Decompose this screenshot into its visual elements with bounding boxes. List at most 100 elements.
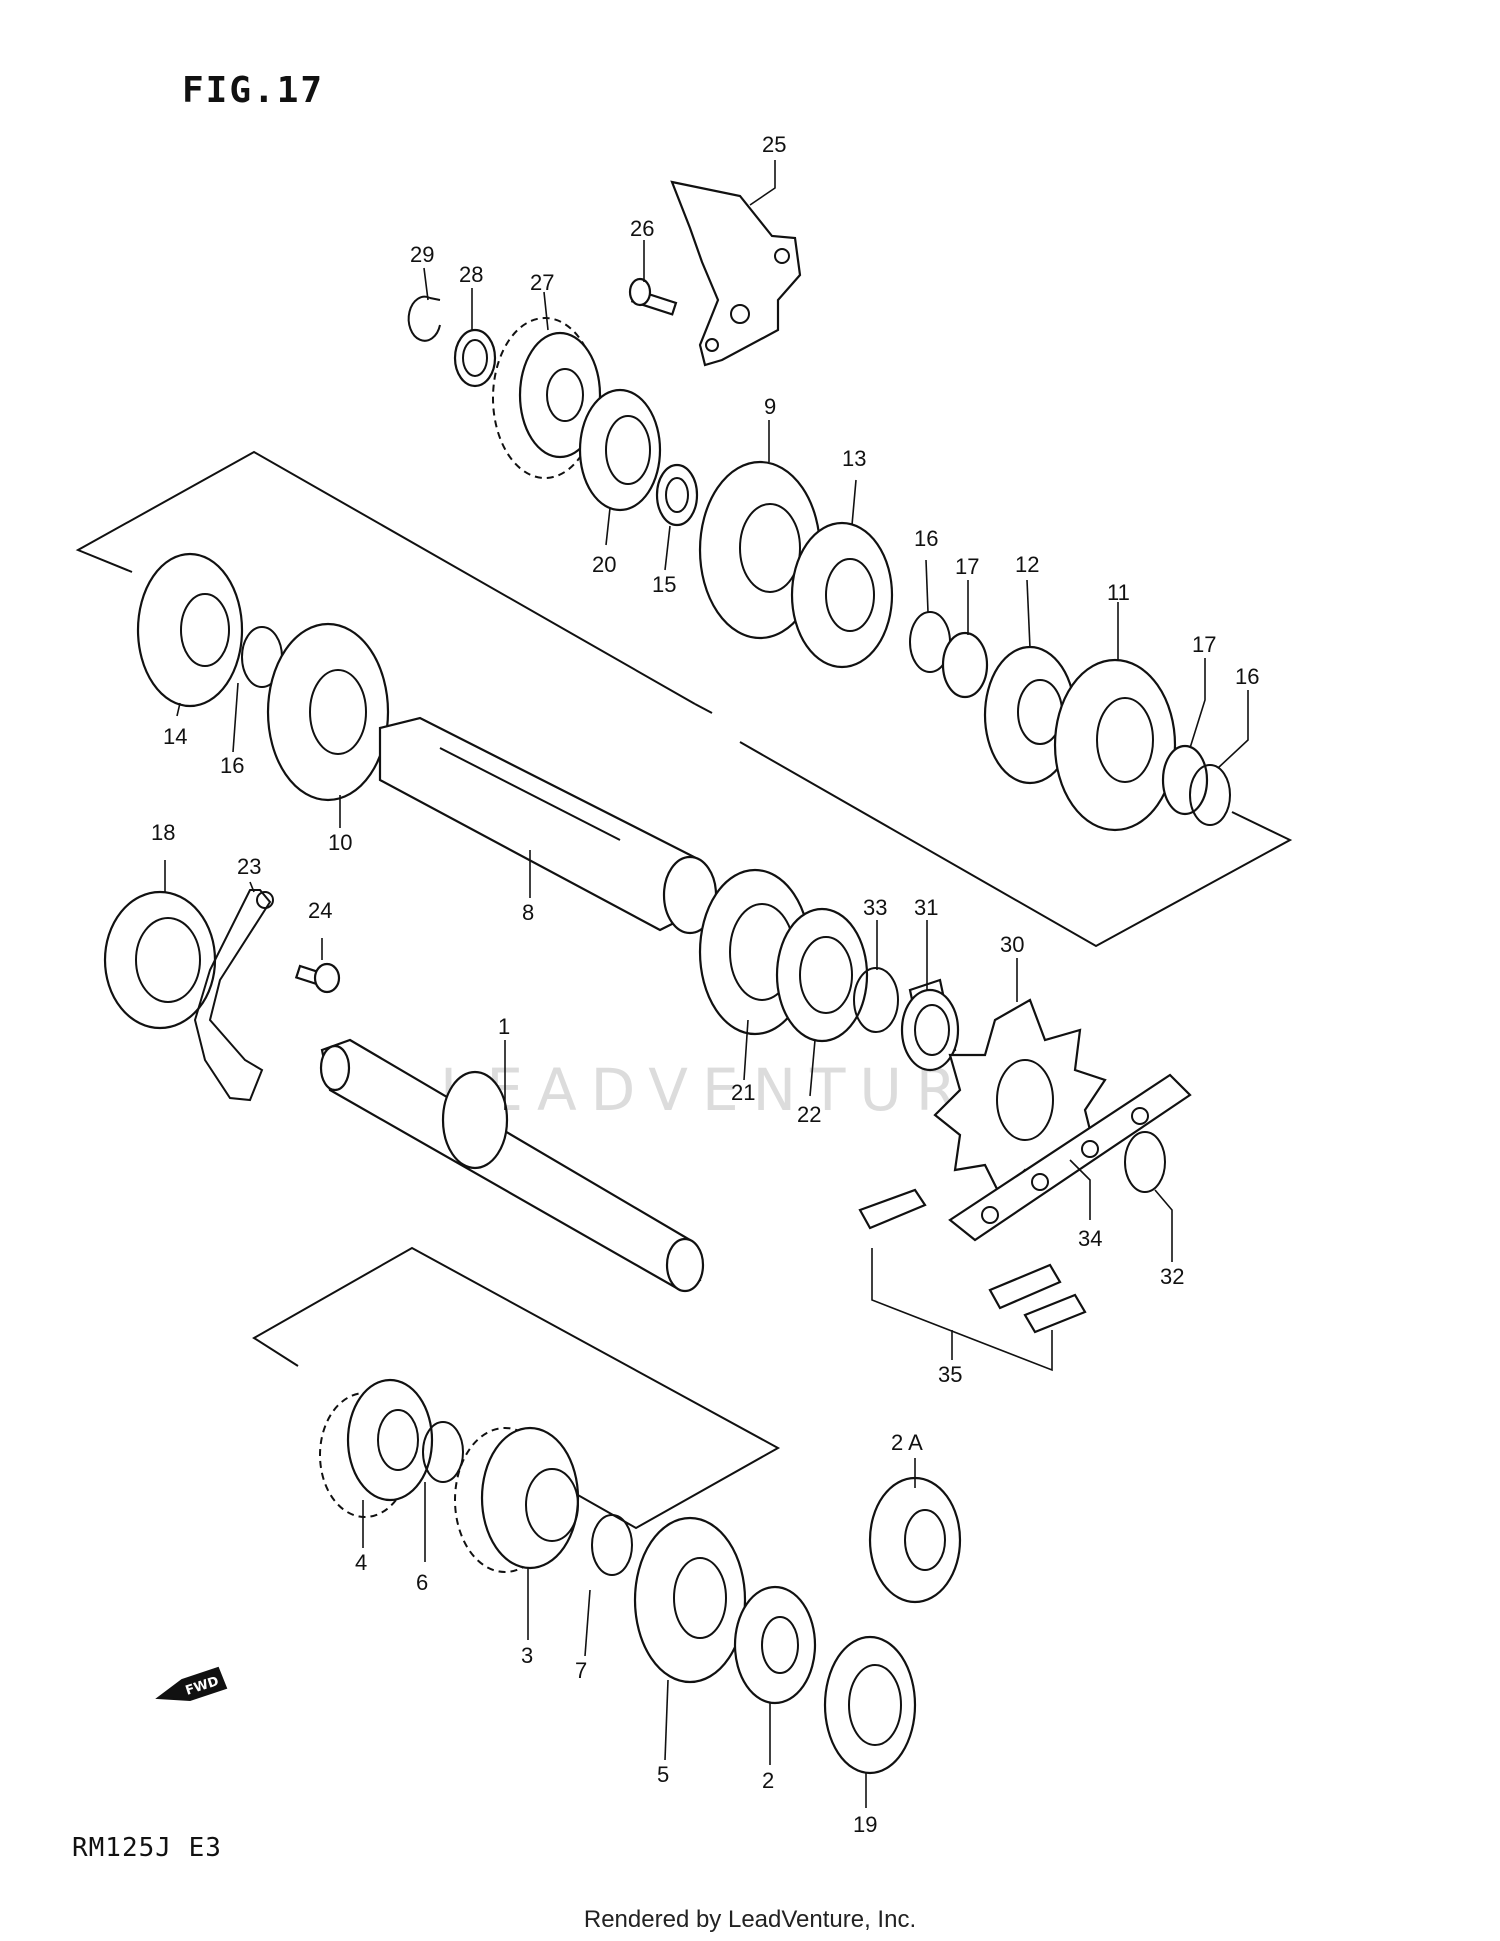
callout-35: 35 — [938, 1362, 962, 1387]
group-outline-upper — [75, 450, 696, 705]
footer-credit: Rendered by LeadVenture, Inc. — [583, 1906, 917, 1933]
part-23-hole — [256, 891, 274, 909]
chain-pin — [1131, 1107, 1149, 1125]
part-30-sprocket-hub — [996, 1059, 1054, 1141]
callout-6: 6 — [416, 1570, 428, 1595]
callout-12: 12 — [1015, 552, 1039, 577]
part-22-oil-seal — [775, 907, 869, 1043]
callout-21: 21 — [731, 1080, 755, 1105]
part-31-spacer-face — [900, 988, 960, 1072]
callout-22: 22 — [797, 1102, 821, 1127]
part-35-link-plate-2 — [1023, 1293, 1087, 1334]
callout-16-right: 16 — [1235, 664, 1259, 689]
part-25-hole-small — [705, 338, 719, 352]
callout-18: 18 — [151, 820, 175, 845]
part-2-gear — [733, 1585, 817, 1705]
callout-8: 8 — [522, 900, 534, 925]
callout-15: 15 — [652, 572, 676, 597]
part-25-bracket — [670, 180, 802, 367]
part-31-spacer-bore — [914, 1004, 950, 1056]
part-28-washer-hole — [462, 339, 488, 377]
part-4-gear — [346, 1378, 434, 1502]
part-2-gear-bore — [761, 1616, 799, 1674]
part-15-washer-hole — [665, 477, 689, 513]
part-20-bearing — [578, 388, 662, 512]
part-6-circlip — [422, 1421, 464, 1483]
part-27-gear-bore — [546, 368, 584, 422]
part-2a-gear-bore — [904, 1509, 946, 1571]
callout-29: 29 — [410, 242, 434, 267]
callout-16-top: 16 — [914, 526, 938, 551]
part-19-bearing — [823, 1635, 917, 1775]
part-28-washer — [453, 328, 497, 388]
callout-2: 2 — [762, 1768, 774, 1793]
callout-17-top: 17 — [955, 554, 979, 579]
chain-pin — [1081, 1140, 1099, 1158]
part-4-gear-bore — [377, 1409, 419, 1471]
part-9-gear-hub — [739, 503, 801, 593]
callout-4: 4 — [355, 1550, 367, 1575]
part-27-gear-body — [518, 331, 602, 459]
leader-lines — [164, 160, 1249, 1808]
part-35-master-link — [858, 1188, 927, 1230]
callout-25: 25 — [762, 132, 786, 157]
part-3-gear — [480, 1426, 580, 1570]
callout-24: 24 — [308, 898, 332, 923]
part-33-o-ring — [853, 967, 899, 1033]
callout-16-left: 16 — [220, 753, 244, 778]
callout-17-right: 17 — [1192, 632, 1216, 657]
callout-9: 9 — [764, 394, 776, 419]
part-25-hole — [774, 248, 790, 264]
part-18-bearing-race — [135, 917, 201, 1003]
part-23-retainer — [193, 889, 272, 1102]
callout-7: 7 — [575, 1658, 587, 1683]
part-3-gear-bore — [525, 1468, 579, 1542]
part-22-seal-lip — [799, 936, 853, 1014]
part-13-gear — [790, 521, 894, 669]
callout-3: 3 — [521, 1643, 533, 1668]
part-11-gear — [1053, 658, 1177, 832]
group-outline-upper-right — [694, 703, 713, 714]
part-8-countershaft — [378, 716, 702, 932]
callout-23: 23 — [237, 854, 261, 879]
part-11-gear-hub — [1096, 697, 1154, 783]
figure-title: FIG.17 — [182, 70, 325, 111]
part-8-spline-line — [439, 747, 621, 841]
fwd-arrow-icon: FWD — [155, 1666, 228, 1702]
callout-labels: 25 26 29 28 27 9 13 20 15 16 17 12 11 17… — [151, 132, 1259, 1837]
chain-pin — [981, 1206, 999, 1224]
callout-28: 28 — [459, 262, 483, 287]
callout-19: 19 — [853, 1812, 877, 1837]
part-10-gear — [266, 622, 390, 802]
part-1-shaft-end — [665, 1237, 705, 1293]
part-2a-gear — [868, 1476, 962, 1604]
callout-14: 14 — [163, 724, 187, 749]
part-16-circlip-right — [1189, 764, 1231, 826]
model-code: RM125J E3 — [72, 1833, 222, 1863]
callout-1: 1 — [498, 1014, 510, 1039]
part-17-washer-right — [1161, 744, 1209, 816]
callout-30: 30 — [1000, 932, 1024, 957]
part-15-washer — [655, 463, 699, 527]
part-32-clip — [1124, 1131, 1166, 1193]
callout-33: 33 — [863, 895, 887, 920]
part-26-screw-head — [628, 277, 652, 307]
part-35-link-plate — [988, 1263, 1062, 1310]
callout-11: 11 — [1107, 580, 1130, 605]
part-29-circlip — [407, 295, 441, 342]
watermark-logo: LEADVENTURE — [440, 1056, 1021, 1124]
part-10-gear-hub — [309, 669, 367, 755]
part-24-screw-head — [313, 962, 341, 994]
part-34-drive-chain — [948, 1073, 1192, 1242]
callout-13: 13 — [842, 446, 866, 471]
part-17-washer — [941, 631, 989, 699]
part-13-gear-bore — [825, 558, 875, 632]
callout-34: 34 — [1078, 1226, 1102, 1251]
callout-2a: 2 A — [891, 1430, 923, 1455]
part-14-gear-bore — [180, 593, 230, 667]
part-14-gear — [136, 552, 244, 708]
callout-32: 32 — [1160, 1264, 1184, 1289]
part-25-hole-large — [730, 304, 750, 324]
callout-26: 26 — [630, 216, 654, 241]
